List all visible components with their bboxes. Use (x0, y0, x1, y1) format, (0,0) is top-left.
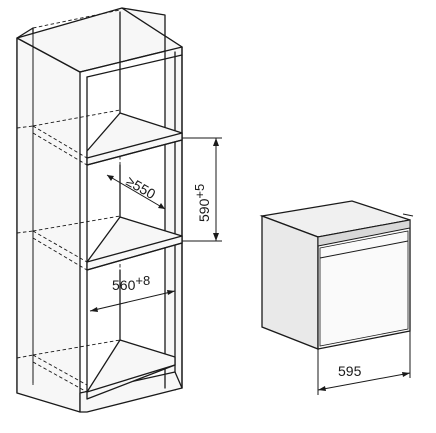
bottom-shelf-hidden-back (32, 339, 121, 356)
oven-trim-top (402, 213, 414, 217)
front-frame-inner-top (86, 54, 183, 78)
appliance-arrow-right (402, 372, 410, 377)
depth-arrow-front (158, 203, 165, 209)
depth-dim-line (106, 174, 166, 210)
middle-shelf-hidden-left-2 (32, 237, 88, 271)
middle-shelf (86, 216, 183, 271)
width-dim-line (89, 290, 176, 312)
middle-shelf-hidden-back (32, 215, 121, 232)
niche-width-label: 560+8 (112, 273, 150, 293)
cabinet-front-left-stile (16, 37, 81, 413)
bottom-shelf-front (86, 364, 176, 393)
oven-left-side (261, 215, 319, 350)
appliance-width-dimension: 595 (317, 331, 411, 395)
bottom-shelf-hidden-left (32, 354, 88, 386)
middle-shelf-hidden-outer (16, 230, 34, 234)
hidden-top-back (32, 9, 121, 29)
appliance-arrow-left (318, 386, 326, 391)
oven-door-handle-line (319, 240, 409, 259)
niche-depth-label: ≥550 (124, 173, 159, 202)
appliance-width-label: 595 (338, 363, 362, 379)
niche-width-dimension: 560+8 (89, 273, 176, 312)
width-arrow-left (90, 307, 98, 312)
middle-shelf-front (86, 235, 183, 263)
depth-arrow-back (107, 175, 114, 181)
bottom-shelf-hidden-outer (16, 354, 34, 359)
upper-shelf-hidden-left-2 (32, 132, 88, 166)
width-arrow-right (167, 290, 175, 295)
bottom-shelf (86, 339, 176, 400)
appliance-dim-line (317, 372, 411, 391)
middle-shelf-front-lower (86, 242, 183, 271)
upper-shelf-front-lower (86, 139, 183, 166)
upper-shelf-hidden-outer (16, 125, 34, 129)
tall-cabinet (16, 7, 183, 413)
upper-shelf-front (86, 132, 183, 159)
oven-appliance (259, 200, 414, 350)
height-arrow-bottom (213, 233, 219, 241)
niche-height-label: 590+5 (192, 184, 212, 222)
cabinet-plinth (79, 371, 183, 413)
front-frame-top (79, 46, 183, 73)
upper-shelf-hidden-back (32, 109, 121, 127)
bottom-shelf-hidden-left-2 (32, 361, 88, 393)
oven-door (319, 230, 409, 347)
oven-control-panel (317, 219, 411, 247)
height-arrow-top (213, 138, 219, 146)
upper-shelf-hidden-left (32, 125, 88, 159)
niche-depth-dimension: ≥550 (106, 173, 166, 210)
niche-height-dimension: 590+5 (182, 137, 222, 242)
middle-shelf-hidden-left (32, 230, 88, 263)
